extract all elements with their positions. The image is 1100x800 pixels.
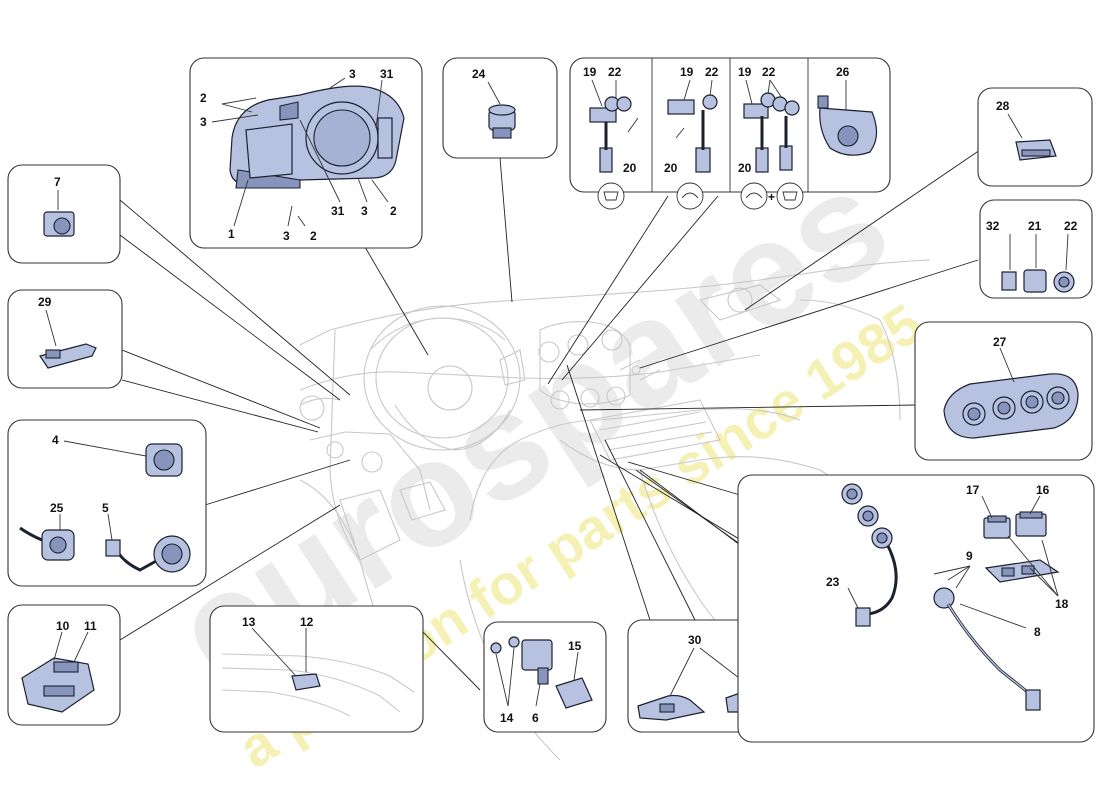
dashboard-sketch	[299, 259, 931, 761]
label-8: 8	[1034, 625, 1041, 639]
label-31b: 31	[331, 204, 345, 218]
label-3d: 3	[361, 204, 368, 218]
callout-29: 29	[7, 289, 123, 389]
label-22a: 22	[608, 65, 622, 79]
callout-4-25-5: 4 25 5	[7, 419, 207, 587]
label-6: 6	[532, 711, 539, 725]
label-2b: 2	[310, 229, 317, 243]
callout-right-group: 23 17 16 9 18 8	[737, 474, 1095, 743]
callout-stalks: + 19 22 20 19 22 20 19 22 20 26	[569, 57, 891, 210]
label-25: 25	[50, 501, 64, 515]
label-4: 4	[52, 433, 59, 447]
label-9: 9	[966, 549, 973, 563]
label-3c: 3	[283, 229, 290, 243]
label-26: 26	[836, 65, 850, 79]
label-2a: 2	[200, 91, 207, 105]
label-22: 22	[1064, 219, 1078, 233]
label-18: 18	[1055, 597, 1069, 611]
label-13: 13	[242, 615, 256, 629]
label-20b: 20	[664, 161, 678, 175]
label-30: 30	[688, 633, 702, 647]
callout-13-12: 13 12	[209, 605, 424, 733]
label-22c: 22	[762, 65, 776, 79]
callout-7: 7	[7, 164, 121, 264]
label-2c: 2	[390, 204, 397, 218]
callout-28: 28	[977, 87, 1093, 187]
label-12: 12	[300, 615, 314, 629]
label-11: 11	[84, 619, 97, 633]
label-16: 16	[1036, 483, 1050, 497]
label-10: 10	[56, 619, 70, 633]
label-5: 5	[102, 501, 109, 515]
label-29: 29	[38, 295, 52, 309]
label-1: 1	[228, 227, 235, 241]
label-28: 28	[996, 99, 1010, 113]
label-7: 7	[54, 175, 61, 189]
callout-32-21-22: 32 21 22	[979, 199, 1093, 299]
label-32: 32	[986, 219, 1000, 233]
label-24: 24	[472, 67, 486, 81]
label-3a: 3	[200, 115, 207, 129]
label-stalks-plus: +	[768, 190, 775, 204]
label-14: 14	[500, 711, 514, 725]
label-27: 27	[993, 335, 1007, 349]
label-3b: 3	[349, 67, 356, 81]
callout-27: 27	[914, 321, 1093, 461]
label-20a: 20	[623, 161, 637, 175]
callout-24: 24	[442, 57, 558, 159]
label-22b: 22	[705, 65, 719, 79]
label-21: 21	[1028, 219, 1042, 233]
callout-14-6-15: 14 6 15	[483, 621, 607, 733]
label-17: 17	[966, 483, 980, 497]
label-19c: 19	[738, 65, 752, 79]
label-19b: 19	[680, 65, 694, 79]
label-20c: 20	[738, 161, 752, 175]
callout-instrument-cluster: 2 3 3 31 1 3 2 31 3 2	[189, 57, 423, 249]
label-19a: 19	[583, 65, 597, 79]
callout-10-11: 10 11	[7, 604, 121, 726]
label-15: 15	[568, 639, 582, 653]
label-31a: 31	[380, 67, 394, 81]
label-23: 23	[826, 575, 840, 589]
